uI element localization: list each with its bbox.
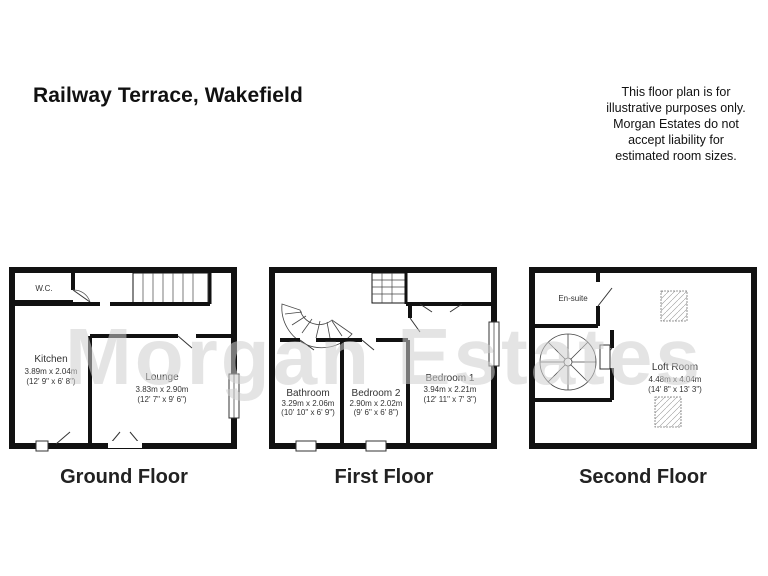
lounge-imperial: (12' 7" x 9' 6") bbox=[137, 395, 187, 404]
disclaimer-text: This floor plan is for illustrative purp… bbox=[586, 84, 766, 164]
bedroom1-metric: 3.94m x 2.21m bbox=[424, 385, 477, 394]
watermark: Morgan Estates bbox=[65, 312, 703, 401]
lounge-label: Lounge bbox=[145, 372, 179, 383]
first-floor-plan: Bathroom 3.29m x 2.06m (10' 10" x 6' 9")… bbox=[269, 267, 500, 488]
disclaimer-line: Morgan Estates do not bbox=[613, 117, 739, 131]
bedroom1-label: Bedroom 1 bbox=[426, 373, 475, 384]
first-stairs bbox=[371, 272, 407, 304]
bedroom2-imperial: (9' 6" x 6' 8") bbox=[354, 408, 399, 417]
second-floor-plan: En-suite Loft Room 4.48m x 4.04m (14' 8"… bbox=[529, 267, 757, 488]
bedroom2-label: Bedroom 2 bbox=[352, 388, 401, 399]
first-floor-label: First Floor bbox=[335, 466, 434, 488]
disclaimer-line: This floor plan is for bbox=[621, 85, 731, 99]
ground-floor-label: Ground Floor bbox=[60, 466, 188, 488]
loft-label: Loft Room bbox=[652, 362, 698, 373]
kitchen-label: Kitchen bbox=[34, 354, 67, 365]
second-floor-label: Second Floor bbox=[579, 466, 707, 488]
disclaimer-line: estimated room sizes. bbox=[615, 149, 737, 163]
skylight-icon bbox=[660, 290, 688, 322]
kitchen-imperial: (12' 9" x 6' 8") bbox=[26, 377, 76, 386]
loft-metric: 4.48m x 4.04m bbox=[649, 375, 702, 384]
skylight-icon bbox=[654, 396, 682, 428]
bathroom-metric: 3.29m x 2.06m bbox=[282, 399, 335, 408]
bathroom-label: Bathroom bbox=[286, 388, 329, 399]
second-spiral-stairs bbox=[539, 333, 597, 391]
disclaimer-line: accept liability for bbox=[628, 133, 724, 147]
wc-label: W.C. bbox=[35, 284, 52, 293]
bedroom2-metric: 2.90m x 2.02m bbox=[350, 399, 403, 408]
kitchen-metric: 3.89m x 2.04m bbox=[25, 367, 78, 376]
second-outer-wall bbox=[529, 267, 757, 449]
bedroom1-imperial: (12' 11" x 7' 3") bbox=[423, 395, 476, 404]
ground-stairs bbox=[132, 272, 209, 304]
disclaimer-line: illustrative purposes only. bbox=[606, 101, 746, 115]
loft-imperial: (14' 8" x 13' 3") bbox=[648, 385, 702, 394]
ensuite-label: En-suite bbox=[558, 294, 588, 303]
page-title: Railway Terrace, Wakefield bbox=[33, 84, 303, 107]
bathroom-imperial: (10' 10" x 6' 9") bbox=[281, 408, 335, 417]
ground-floor-plan: Kitchen 3.89m x 2.04m (12' 9" x 6' 8") L… bbox=[9, 267, 240, 488]
lounge-metric: 3.83m x 2.90m bbox=[136, 385, 189, 394]
